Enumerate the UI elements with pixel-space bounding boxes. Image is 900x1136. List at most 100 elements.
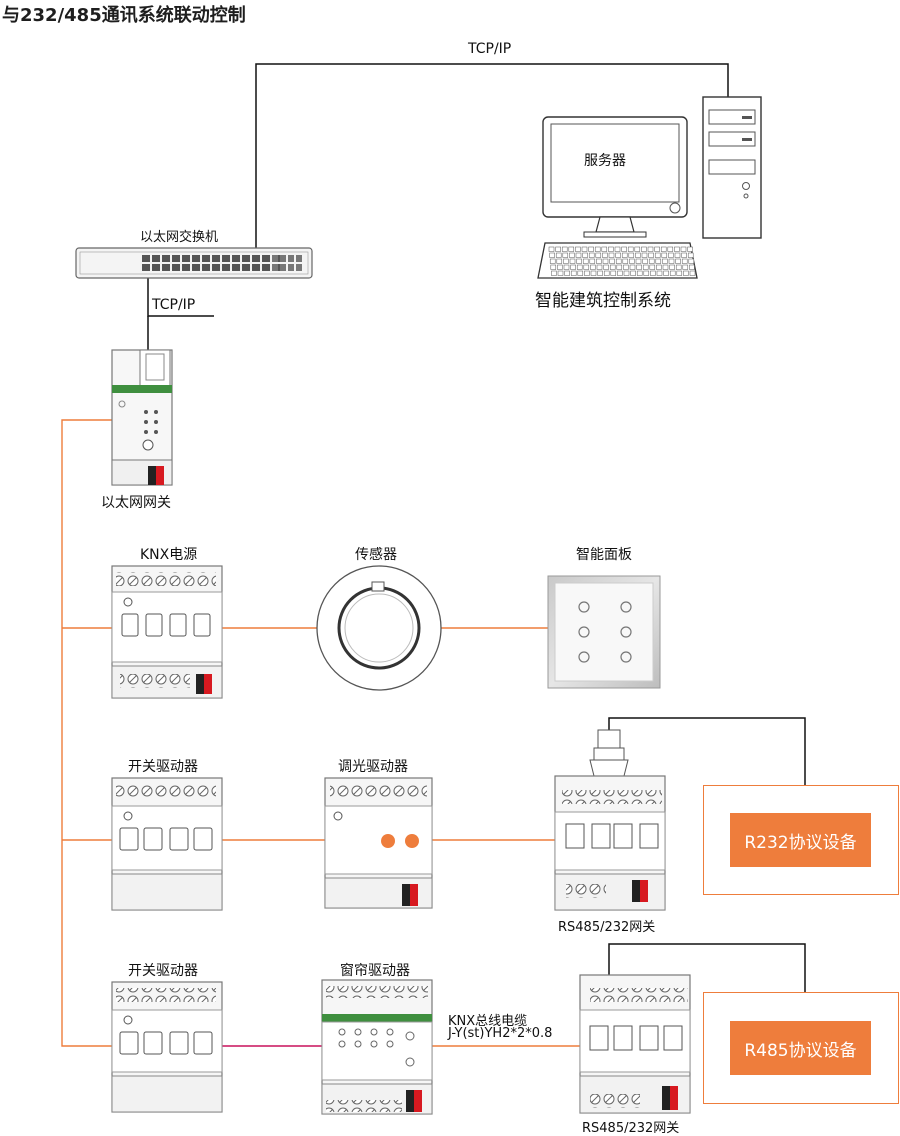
smart-panel bbox=[547, 575, 661, 689]
switch-uplink-port bbox=[296, 255, 302, 262]
keyboard-key bbox=[561, 246, 568, 252]
switch-actuator-2-label: 开关驱动器 bbox=[128, 963, 198, 979]
switch-port bbox=[212, 255, 220, 262]
keyboard-key bbox=[662, 258, 668, 264]
keyboard-key bbox=[562, 252, 569, 258]
switch-port bbox=[182, 255, 190, 262]
switch-port bbox=[252, 255, 260, 262]
keyboard-key bbox=[588, 252, 595, 258]
keyboard-key bbox=[582, 258, 589, 264]
keyboard-key bbox=[582, 252, 588, 258]
keyboard-key bbox=[583, 264, 590, 270]
keyboard-key bbox=[635, 252, 641, 258]
keyboard-key bbox=[668, 258, 675, 264]
keyboard-key bbox=[641, 246, 647, 252]
switch-port bbox=[212, 264, 220, 271]
keyboard-key bbox=[628, 252, 635, 258]
keyboard-key bbox=[609, 258, 615, 264]
keyboard-key bbox=[629, 258, 635, 264]
switch-uplink-port bbox=[296, 264, 302, 271]
switch-port bbox=[162, 255, 170, 262]
gateway-label: 以太网网关 bbox=[101, 495, 171, 511]
switch-port bbox=[262, 255, 270, 262]
keyboard-key bbox=[656, 270, 663, 276]
keyboard-key bbox=[642, 258, 648, 264]
knx-cable-label-1: KNX总线电缆 bbox=[448, 1014, 528, 1029]
keyboard-key bbox=[667, 246, 674, 252]
switch-uplink-port bbox=[280, 264, 286, 271]
keyboard-key bbox=[608, 252, 615, 258]
keyboard-key bbox=[590, 270, 597, 276]
keyboard-key bbox=[575, 246, 581, 252]
switch-port bbox=[222, 264, 230, 271]
keyboard-key bbox=[689, 270, 696, 276]
keyboard-key bbox=[676, 270, 683, 276]
keyboard-key bbox=[675, 264, 682, 270]
tcpip-label-mid: TCP/IP bbox=[152, 297, 196, 313]
keyboard-key bbox=[609, 264, 616, 270]
switch-label: 以太网交换机 bbox=[140, 230, 219, 245]
rs-gateway-2-label: RS485/232网关 bbox=[582, 1121, 680, 1136]
keyboard-key bbox=[654, 252, 661, 258]
keyboard-key bbox=[621, 252, 628, 258]
keyboard-key bbox=[688, 258, 695, 264]
switch-port bbox=[262, 264, 270, 271]
keyboard-key bbox=[551, 270, 557, 276]
keyboard-key bbox=[663, 270, 669, 276]
switch-port bbox=[252, 264, 260, 271]
switch-port bbox=[242, 264, 250, 271]
keyboard-key bbox=[563, 264, 570, 270]
switch-port bbox=[192, 264, 200, 271]
server-label: 服务器 bbox=[584, 153, 626, 169]
knx-power-supply bbox=[111, 565, 223, 699]
tower bbox=[702, 96, 762, 239]
keyboard-key bbox=[634, 246, 641, 252]
keyboard-key bbox=[588, 246, 594, 252]
keyboard-key bbox=[641, 252, 648, 258]
switch-uplink-port bbox=[288, 264, 294, 271]
keyboard-key bbox=[603, 270, 610, 276]
r232-device-frame bbox=[703, 785, 899, 895]
keyboard-key bbox=[608, 246, 614, 252]
switch-uplink-port bbox=[272, 255, 278, 262]
keyboard-key bbox=[548, 246, 555, 252]
keyboard-key bbox=[642, 264, 649, 270]
rs-gateway-2 bbox=[579, 974, 691, 1114]
panel-label: 智能面板 bbox=[576, 547, 632, 563]
keyboard-key bbox=[549, 258, 556, 264]
r485-device-frame bbox=[703, 992, 899, 1104]
keyboard-key bbox=[668, 252, 674, 258]
keyboard-key bbox=[581, 246, 588, 252]
knx-cable-label-2: J-Y(st)YH2*2*0.8 bbox=[448, 1026, 553, 1041]
keyboard-key bbox=[584, 270, 590, 276]
keyboard-key bbox=[648, 252, 654, 258]
switch-port bbox=[202, 255, 210, 262]
sensor-label: 传感器 bbox=[355, 547, 397, 563]
r232-device: R232协议设备 bbox=[730, 813, 871, 867]
keyboard-key bbox=[550, 264, 557, 270]
keyboard-key bbox=[616, 264, 623, 270]
keyboard-key bbox=[627, 246, 634, 252]
keyboard-key bbox=[675, 258, 681, 264]
keyboard-key bbox=[615, 252, 621, 258]
switch-uplink-port bbox=[288, 255, 294, 262]
switch-port bbox=[142, 255, 150, 262]
keyboard-key bbox=[601, 246, 608, 252]
switch-port bbox=[232, 264, 240, 271]
keyboard-key bbox=[655, 258, 662, 264]
keyboard-key bbox=[662, 264, 669, 270]
keyboard-key bbox=[555, 252, 562, 258]
keyboard-key bbox=[669, 264, 675, 270]
keyboard-key bbox=[689, 264, 695, 270]
keyboard-key bbox=[576, 264, 583, 270]
keyboard-key bbox=[643, 270, 650, 276]
knx-bus-trunk bbox=[61, 419, 112, 1047]
keyboard-key bbox=[557, 264, 563, 270]
switch-port bbox=[192, 255, 200, 262]
tcpip-line-top bbox=[255, 63, 729, 248]
server-computer bbox=[537, 96, 762, 279]
knx-power-label: KNX电源 bbox=[140, 547, 198, 563]
keyboard-key bbox=[569, 258, 576, 264]
keyboard-key bbox=[602, 252, 608, 258]
keyboard-key bbox=[597, 270, 603, 276]
